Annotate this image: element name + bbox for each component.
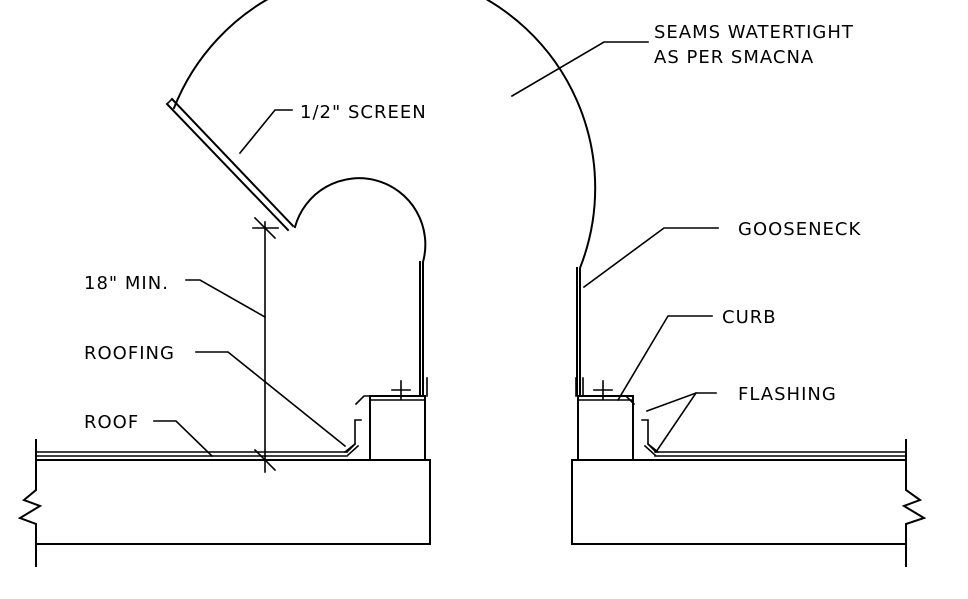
label-seams-line2: AS PER SMACNA: [654, 47, 814, 68]
curb-right: [577, 380, 634, 461]
curb-left: [369, 380, 426, 461]
label-seams-line1: SEAMS WATERTIGHT: [654, 22, 854, 43]
dimension-18-min: [252, 216, 279, 473]
flashing-left: [343, 377, 428, 457]
flashing-right: [575, 377, 660, 457]
label-gooseneck: GOOSENECK: [738, 219, 861, 240]
label-screen: 1/2" SCREEN: [300, 102, 427, 123]
roof-slab-right: [571, 439, 927, 567]
screen: [165, 97, 295, 232]
label-flashing: FLASHING: [738, 384, 837, 405]
roof-slab-left: [17, 439, 431, 567]
leader-lines: [153, 41, 719, 458]
label-min-height: 18" MIN.: [84, 273, 169, 294]
gooseneck-duct: [172, 0, 597, 396]
label-roofing: ROOFING: [84, 343, 175, 364]
label-curb: CURB: [722, 307, 777, 328]
roofing-membrane: [35, 451, 907, 457]
label-roof: ROOF: [84, 412, 139, 433]
